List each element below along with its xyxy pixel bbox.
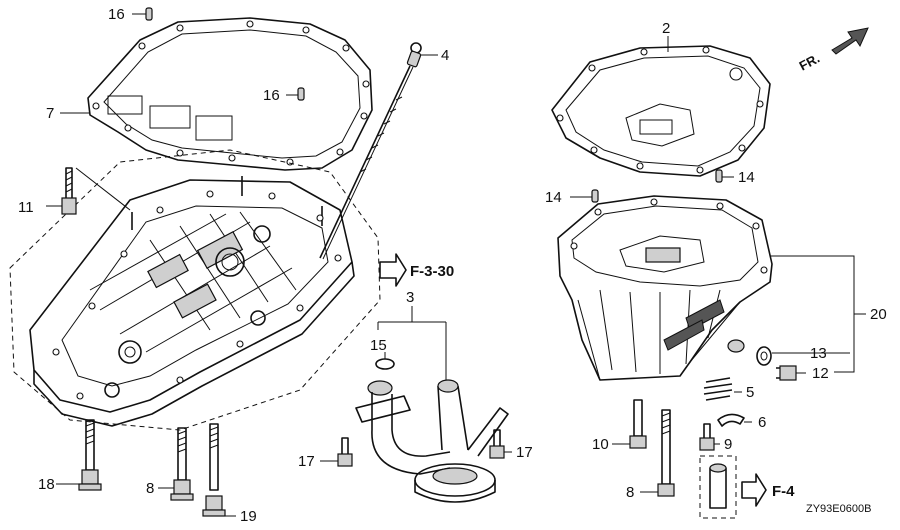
reference-f330: F-3-30	[410, 263, 454, 280]
mount-case-assembly	[9, 149, 381, 431]
callout-14-right: 14	[738, 169, 755, 186]
callout-10: 10	[592, 436, 609, 453]
callout-17-left: 17	[298, 453, 315, 470]
bolt-part-10	[629, 399, 647, 449]
callout-16-mid: 16	[263, 87, 280, 104]
callout-15: 15	[370, 337, 387, 354]
callout-14-left: 14	[545, 189, 562, 206]
reference-arrow-f330	[379, 253, 407, 287]
callout-2: 2	[662, 20, 670, 37]
callout-4: 4	[441, 47, 449, 64]
callout-12: 12	[812, 365, 829, 382]
flange-bolt-11	[61, 167, 77, 215]
gasket-part-7	[87, 17, 373, 171]
callout-9: 9	[724, 436, 732, 453]
oil-pan-part-20	[557, 195, 773, 381]
dipstick-part-4	[319, 42, 422, 260]
dowel-pin-16b	[297, 87, 305, 101]
oil-pan-gasket-part-2	[551, 45, 771, 177]
callout-8-left: 8	[146, 480, 154, 497]
oil-strainer-part-3	[355, 306, 509, 503]
callout-18: 18	[38, 476, 55, 493]
front-direction-arrow	[831, 27, 869, 55]
clip-part-6	[717, 413, 745, 427]
callout-6: 6	[758, 414, 766, 431]
dowel-pin-14b	[715, 169, 723, 183]
dowel-pin-14a	[591, 189, 599, 203]
callout-7: 7	[46, 105, 54, 122]
leader-lines	[46, 13, 866, 517]
long-bolt-8-left	[170, 427, 194, 501]
long-bolt-18	[78, 419, 102, 491]
bolt-17-left	[337, 437, 353, 467]
callout-17-right: 17	[516, 444, 533, 461]
reference-arrow-f4	[741, 473, 767, 507]
callout-5: 5	[746, 384, 754, 401]
dowel-pin-16a	[145, 7, 153, 21]
callout-3: 3	[406, 289, 414, 306]
long-bolt-8-right	[657, 409, 675, 497]
callout-16-top: 16	[108, 6, 125, 23]
spring-part-5	[703, 377, 733, 401]
callout-20: 20	[870, 306, 887, 323]
callout-13: 13	[810, 345, 827, 362]
diagram-code: ZY93E0600B	[806, 503, 871, 515]
drain-plug-12	[776, 365, 797, 381]
bolt-17-right	[489, 429, 505, 459]
bolt-part-9	[699, 423, 715, 451]
drain-washer-13	[756, 346, 772, 366]
sleeve-inset	[699, 455, 737, 519]
callout-11: 11	[18, 199, 34, 216]
callout-19: 19	[240, 508, 257, 525]
front-indicator: FR.	[797, 50, 823, 73]
long-bolt-19	[202, 423, 226, 517]
callout-8-right: 8	[626, 484, 634, 501]
reference-f4: F-4	[772, 483, 795, 500]
